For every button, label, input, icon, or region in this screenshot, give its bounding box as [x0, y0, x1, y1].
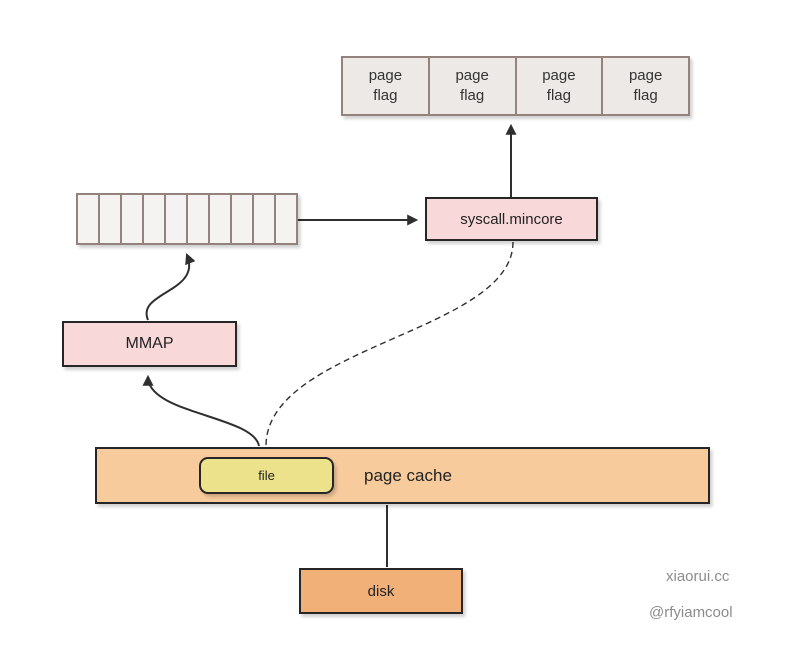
bitmap-cell	[274, 195, 296, 243]
bitmap-cell	[164, 195, 186, 243]
watermark-site: xiaorui.cc	[666, 568, 730, 585]
node-file: file	[199, 457, 334, 494]
bitmap-cell	[230, 195, 252, 243]
page-flag-cell: page flag	[427, 58, 515, 114]
node-mmap: MMAP	[62, 321, 237, 367]
page-flag-cell: page flag	[601, 58, 688, 114]
page-flag-cell: page flag	[514, 58, 602, 114]
bitmap-cell	[120, 195, 142, 243]
node-disk: disk	[299, 568, 463, 614]
page-bitmap-strip	[76, 193, 298, 245]
bitmap-cell	[252, 195, 274, 243]
arrow-mmap-to-bitmap	[145, 252, 196, 321]
bitmap-cell	[142, 195, 164, 243]
bitmap-cell	[98, 195, 120, 243]
node-page-cache: file page cache	[95, 447, 710, 504]
watermark-handle: @rfyiamcool	[649, 604, 733, 621]
page-flag-row: page flag page flag page flag page flag	[341, 56, 690, 116]
node-syscall-mincore: syscall.mincore	[425, 197, 598, 241]
dashed-link-mincore-to-pagecache	[265, 241, 514, 447]
page-cache-label: page cache	[364, 465, 452, 485]
bitmap-cell	[78, 195, 98, 243]
bitmap-cell	[186, 195, 208, 243]
arrow-pagecache-to-mmap	[142, 374, 260, 447]
bitmap-cell	[208, 195, 230, 243]
page-flag-cell: page flag	[368, 67, 403, 104]
